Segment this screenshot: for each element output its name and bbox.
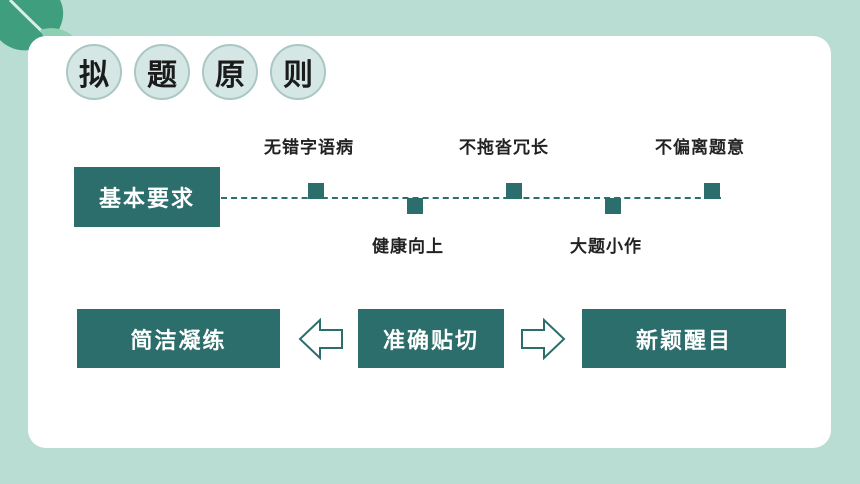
content-card: [28, 36, 831, 448]
arrow-left-icon: [298, 318, 343, 360]
requirement-item-no-errors: 无错字语病: [264, 138, 354, 158]
title-char-3: 原: [202, 44, 258, 100]
requirement-item-not-lengthy: 不拖沓冗长: [459, 138, 549, 158]
requirement-item-on-topic: 不偏离题意: [655, 138, 745, 158]
principle-concise: 简洁凝练: [77, 309, 280, 368]
title-char-2: 题: [134, 44, 190, 100]
title-char-4: 则: [270, 44, 326, 100]
timeline-marker-4: [605, 198, 621, 214]
basic-requirement-label: 基本要求: [74, 167, 220, 227]
principle-novel: 新颖醒目: [582, 309, 786, 368]
timeline-marker-3: [506, 183, 522, 199]
requirement-item-big-topic-small: 大题小作: [570, 237, 642, 257]
title-char-1: 拟: [66, 44, 122, 100]
timeline-marker-2: [407, 198, 423, 214]
principle-accurate: 准确贴切: [358, 309, 504, 368]
requirement-item-positive: 健康向上: [372, 237, 444, 257]
timeline-marker-5: [704, 183, 720, 199]
timeline-dashed-line: [221, 197, 721, 199]
arrow-right-icon: [521, 318, 566, 360]
timeline-marker-1: [308, 183, 324, 199]
